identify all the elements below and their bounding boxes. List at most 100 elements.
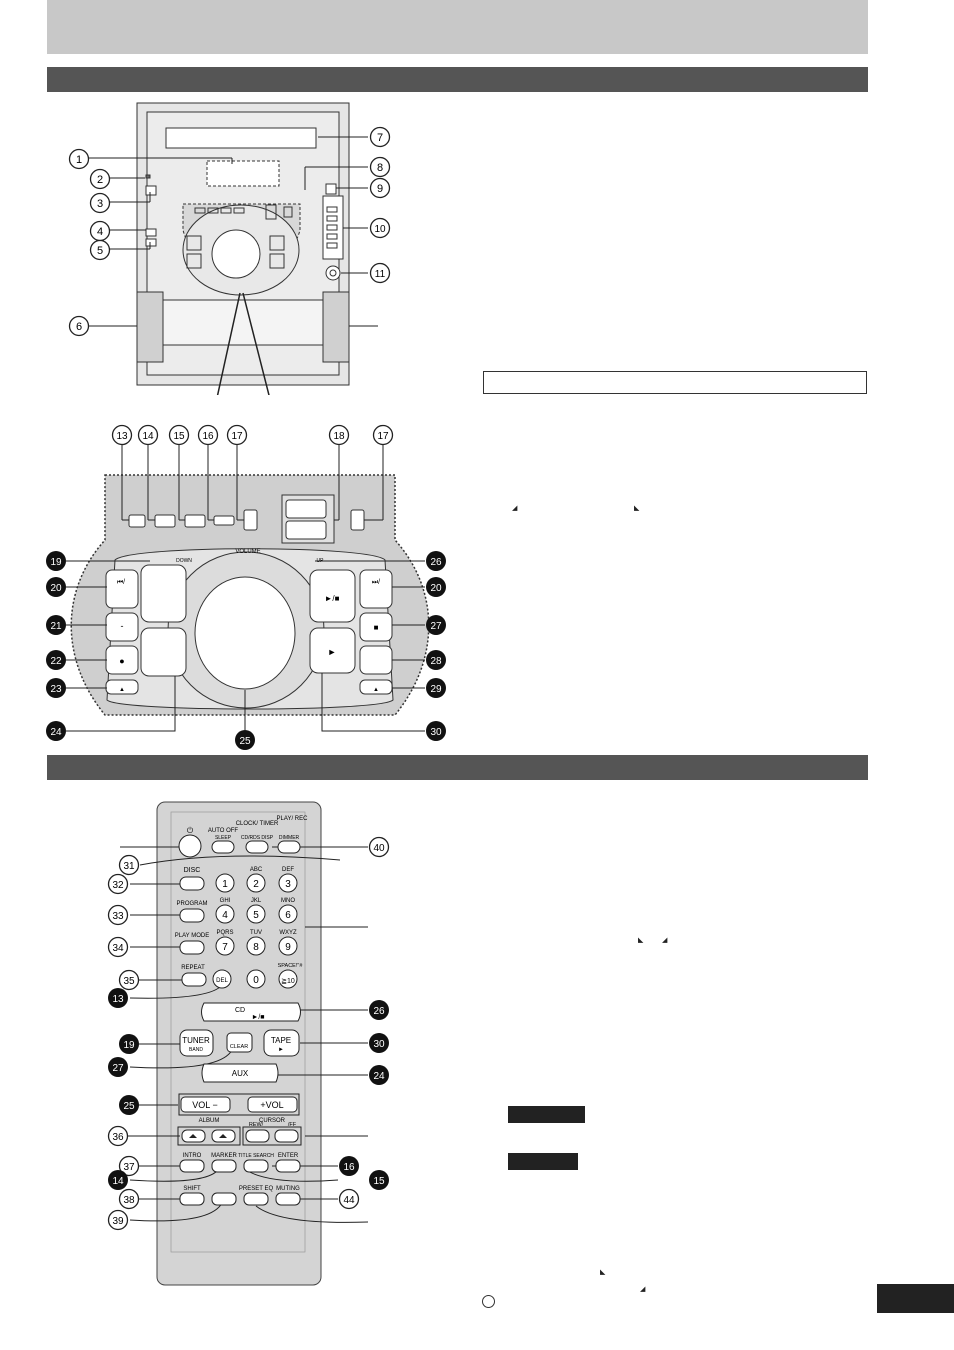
svg-text:27: 27 <box>430 621 442 632</box>
svg-text:PROGRAM: PROGRAM <box>176 901 207 907</box>
callout-27-remote: 27 <box>108 1057 128 1077</box>
callout-34: 34 <box>107 936 129 958</box>
callout-15: 15 <box>168 424 190 446</box>
callout-35: 35 <box>118 969 140 991</box>
svg-text:7: 7 <box>377 132 383 144</box>
svg-text:24: 24 <box>50 727 62 738</box>
svg-text:7: 7 <box>222 942 228 953</box>
callout-11: 11 <box>369 262 391 284</box>
svg-text:DEL: DEL <box>216 978 228 984</box>
svg-text:37: 37 <box>123 1162 135 1173</box>
callout-25-remote: 25 <box>119 1095 139 1115</box>
small-arrow-icon: ◣ <box>634 505 640 512</box>
play-pause-label: ►/■ <box>325 594 340 603</box>
svg-text:25: 25 <box>239 736 251 747</box>
svg-text:30: 30 <box>373 1039 385 1050</box>
svg-text:13: 13 <box>116 431 128 442</box>
svg-text:16: 16 <box>343 1162 355 1173</box>
callout-20: 20 <box>46 577 66 597</box>
callout-36: 36 <box>107 1125 129 1147</box>
svg-text:0: 0 <box>253 975 259 986</box>
callout-28: 28 <box>426 650 446 670</box>
svg-text:CD: CD <box>235 1007 245 1014</box>
svg-text:CURSOR: CURSOR <box>259 1118 286 1124</box>
callout-26: 26 <box>426 551 446 571</box>
svg-text:28: 28 <box>430 656 442 667</box>
volume-label: VOLUME <box>235 549 260 555</box>
callout-33: 33 <box>107 904 129 926</box>
svg-text:29: 29 <box>430 684 442 695</box>
svg-text:►: ► <box>278 1047 284 1053</box>
callout-14-remote: 14 <box>108 1170 128 1190</box>
small-arrow-icon: ◣ <box>600 1269 606 1276</box>
callout-30-remote: 30 <box>369 1033 389 1053</box>
callout-24: 24 <box>46 721 66 741</box>
svg-text:40: 40 <box>373 843 385 854</box>
power-icon: ⏻ <box>187 826 194 835</box>
svg-text:BAND: BAND <box>189 1047 203 1053</box>
svg-text:16: 16 <box>202 431 214 442</box>
label-box-2 <box>508 1153 578 1170</box>
svg-text:/FF: /FF <box>288 1122 297 1128</box>
svg-text:27: 27 <box>112 1063 124 1074</box>
svg-text:REW/: REW/ <box>249 1122 264 1128</box>
callout-26-remote: 26 <box>369 1000 389 1020</box>
callout-19: 19 <box>46 551 66 571</box>
svg-text:ALBUM: ALBUM <box>199 1118 220 1124</box>
callout-16-remote: 16 <box>339 1156 359 1176</box>
svg-text:VOL −: VOL − <box>192 1100 217 1110</box>
callout-19-remote: 19 <box>119 1034 139 1054</box>
svg-text:1: 1 <box>76 154 82 166</box>
record-label: ● <box>119 656 124 666</box>
svg-text:44: 44 <box>343 1195 355 1206</box>
svg-text:MUTING: MUTING <box>276 1186 300 1192</box>
svg-text:20: 20 <box>430 583 442 594</box>
label-box-1 <box>508 1106 585 1123</box>
svg-text:32: 32 <box>112 880 124 891</box>
callout-1: 1 <box>68 148 90 170</box>
callout-2: 2 <box>89 168 111 190</box>
svg-text:2: 2 <box>253 879 259 890</box>
callout-15-remote: 15 <box>369 1170 389 1190</box>
svg-text:13: 13 <box>112 994 124 1005</box>
svg-text:5: 5 <box>97 245 103 257</box>
svg-text:1: 1 <box>222 879 228 890</box>
small-arrow-icon: ◣ <box>638 937 644 944</box>
svg-text:TITLE SEARCH: TITLE SEARCH <box>238 1153 274 1159</box>
callout-32: 32 <box>107 873 129 895</box>
callout-14: 14 <box>137 424 159 446</box>
callout-13-remote: 13 <box>108 988 128 1008</box>
svg-text:SHIFT: SHIFT <box>183 1186 201 1192</box>
svg-text:10: 10 <box>374 224 386 235</box>
callout-23: 23 <box>46 678 66 698</box>
callout-8: 8 <box>369 156 391 178</box>
svg-text:GHI: GHI <box>220 898 231 904</box>
svg-text:PQRS: PQRS <box>216 930 233 936</box>
section-bar-main-unit <box>47 67 868 92</box>
svg-text:38: 38 <box>123 1195 135 1206</box>
svg-text:PLAY MODE: PLAY MODE <box>175 933 209 939</box>
svg-text:MNO: MNO <box>281 898 295 904</box>
control-panel-illustration: VOLUME DOWN UP ⏮/ ⏭/ ►/■ ■ ► ● - ▲ ▲ <box>66 445 430 732</box>
svg-text:JKL: JKL <box>251 898 262 904</box>
skip-fwd-label: ⏭/ <box>372 579 380 586</box>
svg-text:21: 21 <box>50 621 62 632</box>
callout-13: 13 <box>111 424 133 446</box>
eject-right-label: ▲ <box>373 687 379 693</box>
svg-text:5: 5 <box>253 910 259 921</box>
svg-text:TUV: TUV <box>250 930 262 936</box>
skip-back-label: ⏮/ <box>117 579 125 586</box>
callout-27: 27 <box>426 615 446 635</box>
svg-text:ENTER: ENTER <box>278 1153 299 1159</box>
callout-40: 40 <box>368 836 390 858</box>
small-arrow-icon: ◢ <box>662 937 668 944</box>
svg-text:18: 18 <box>333 431 345 442</box>
svg-text:CD/RDS DISP: CD/RDS DISP <box>241 835 274 841</box>
svg-text:ABC: ABC <box>250 867 263 873</box>
svg-text:DIMMER: DIMMER <box>279 835 300 841</box>
svg-text:9: 9 <box>377 183 383 195</box>
callout-24-remote: 24 <box>369 1065 389 1085</box>
section-bar-remote <box>47 755 868 780</box>
svg-text:14: 14 <box>112 1176 124 1187</box>
svg-text:REPEAT: REPEAT <box>181 965 205 971</box>
